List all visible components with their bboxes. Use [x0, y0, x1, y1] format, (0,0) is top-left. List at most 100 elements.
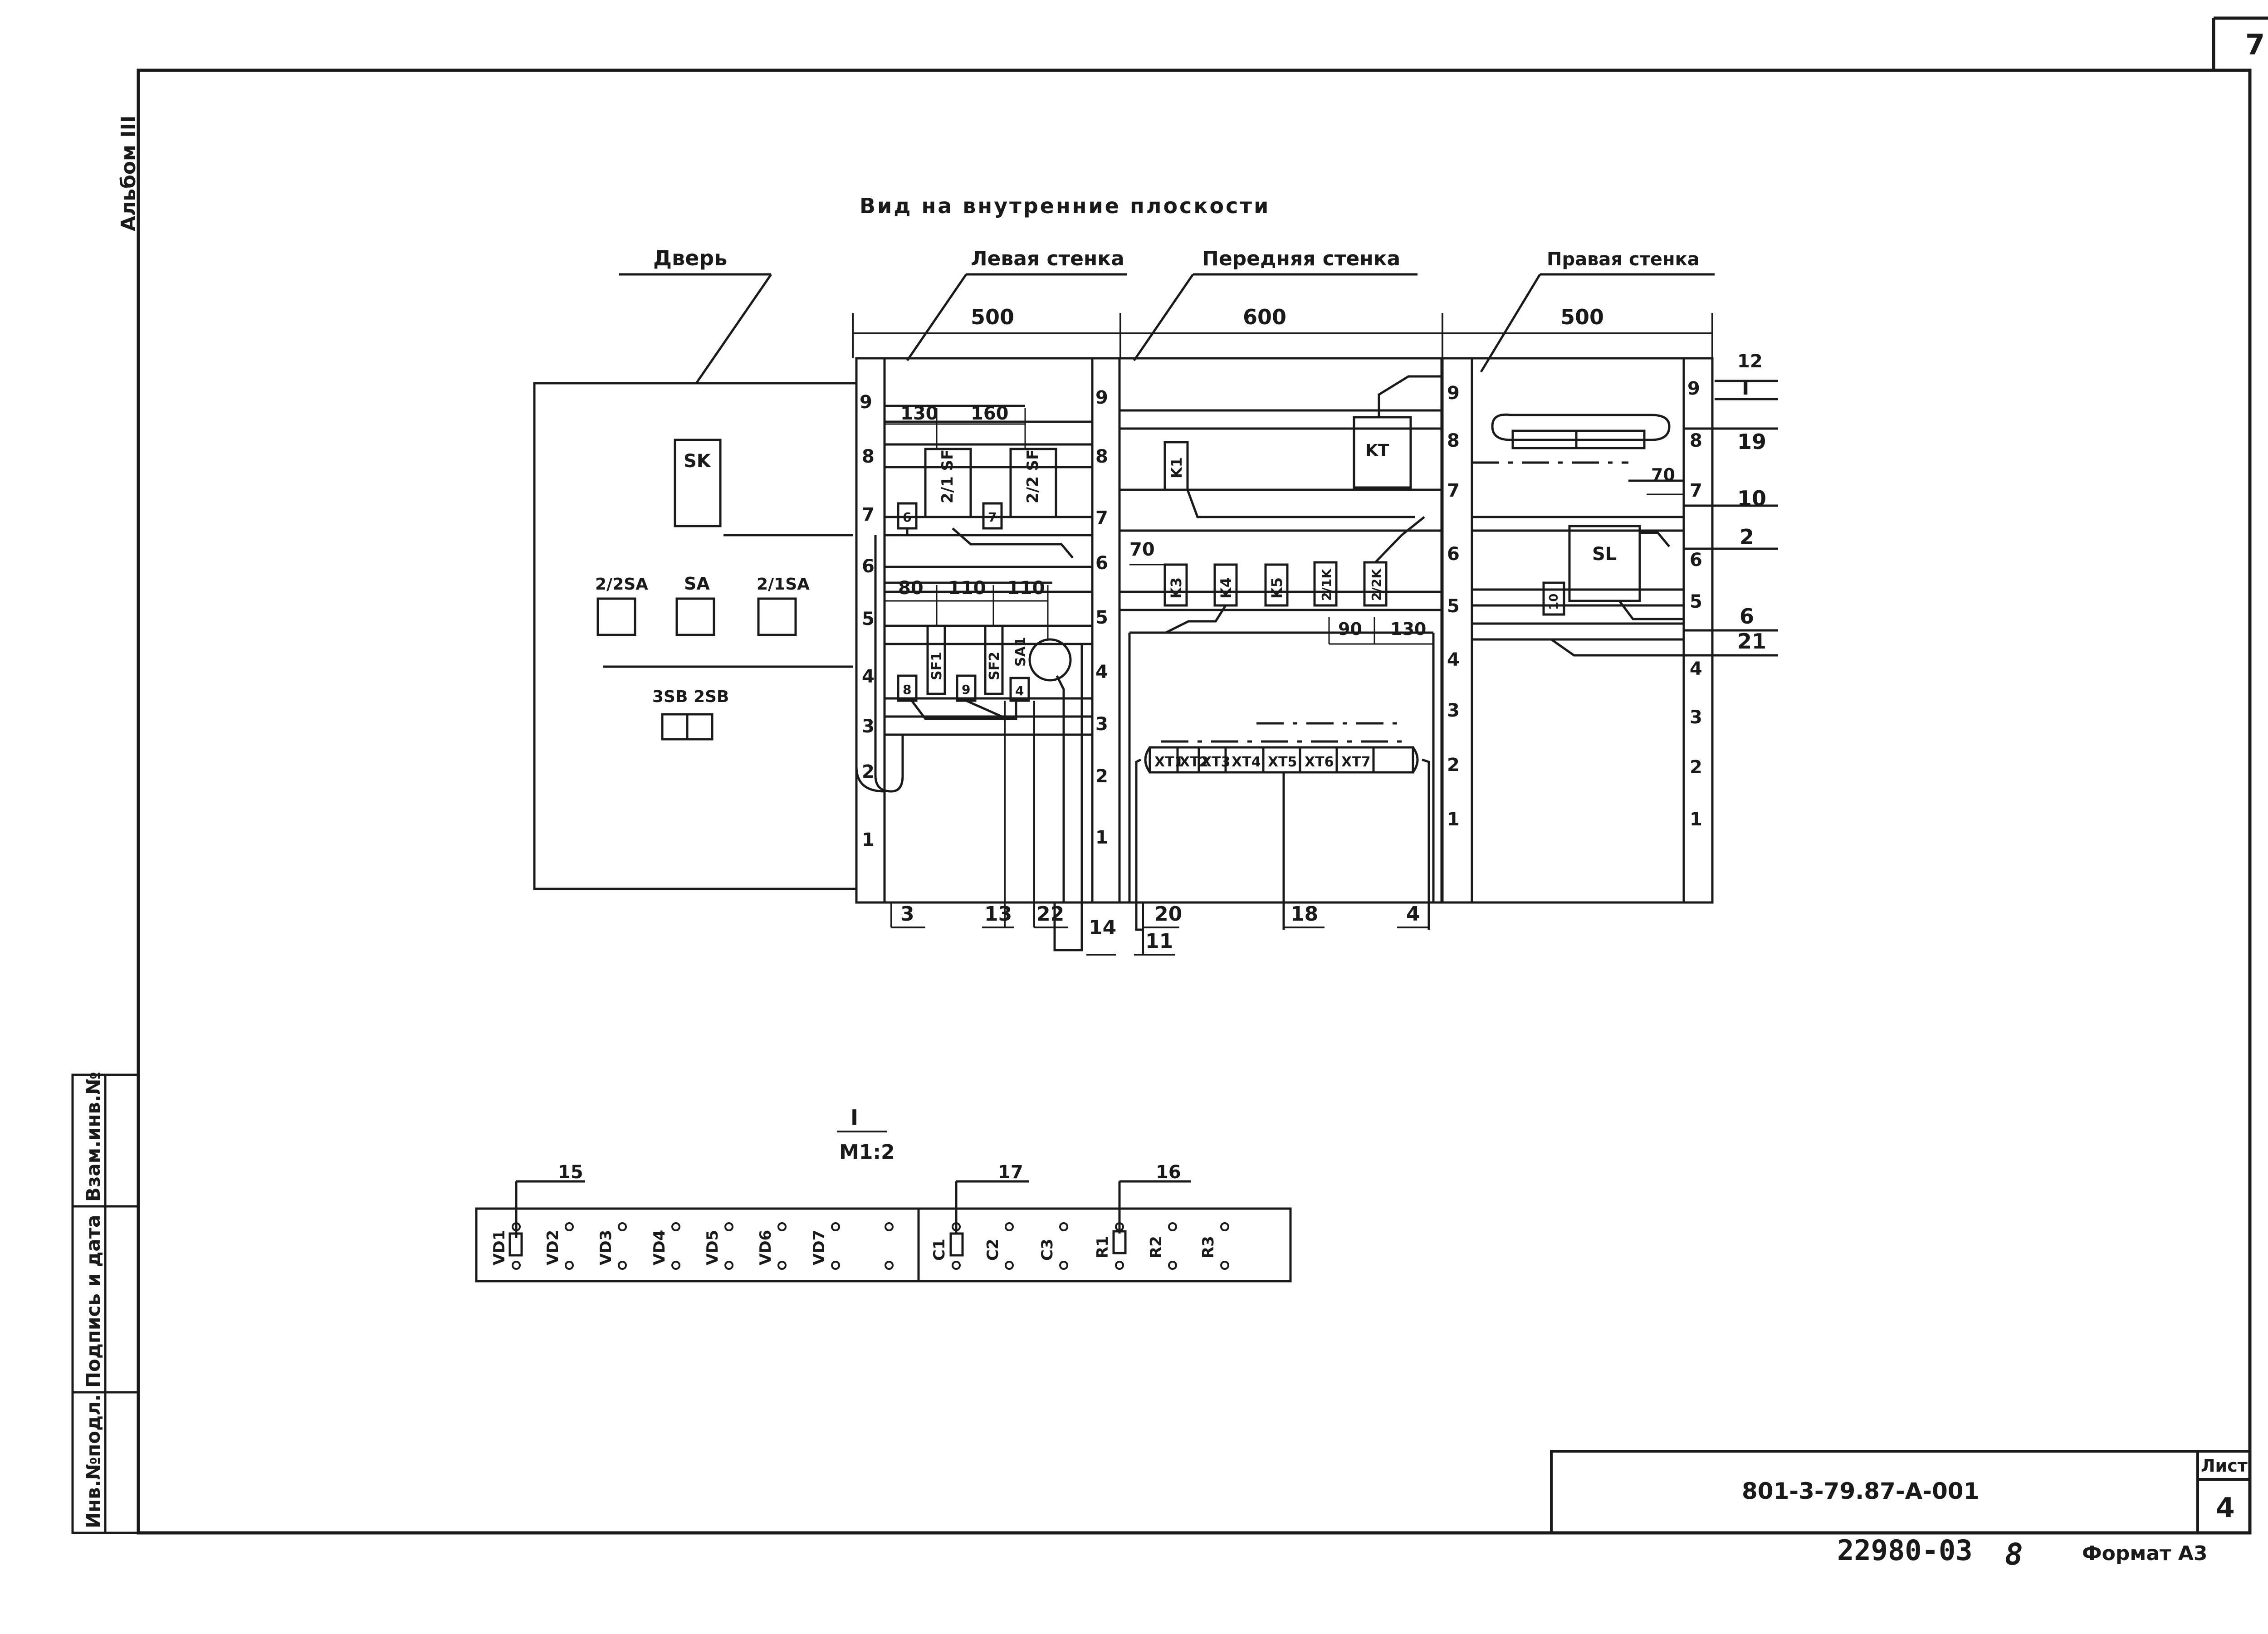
- level-switch-sl: SL: [1592, 544, 1617, 565]
- door-sb: 3SB 2SB: [652, 688, 729, 706]
- diode-label: VD7: [810, 1230, 828, 1265]
- scale-tick: 5: [1690, 591, 1702, 612]
- callout-20: 20: [1154, 902, 1182, 926]
- dim-90: 90: [1338, 619, 1362, 639]
- scale-front: 9 8 7 6 5 4 3 2 1: [1447, 383, 1460, 830]
- relay-k5: K5: [1268, 577, 1286, 599]
- relay-k4: K4: [1217, 577, 1235, 599]
- dim-70-right: 70: [1651, 465, 1675, 485]
- dim-80: 80: [898, 578, 924, 599]
- scale-tick: 7: [1690, 480, 1702, 501]
- sheet-number: 4: [2216, 1492, 2235, 1524]
- scale-tick: 8: [862, 446, 875, 467]
- capacitor-label: C2: [984, 1239, 1002, 1261]
- left-wall-dim-lines: [885, 408, 1049, 639]
- scale-tick: 5: [1447, 596, 1460, 617]
- callout-19: 19: [1737, 429, 1766, 454]
- left-stamp-block: [71, 1073, 140, 1534]
- scale-tick: 2: [1447, 755, 1460, 776]
- scale-tick: 4: [862, 666, 875, 687]
- scale-tick: 4: [1447, 649, 1460, 670]
- relay-2-1k: 2/1K: [1319, 568, 1334, 601]
- callout-detail-i: I: [1742, 376, 1749, 400]
- scale-right-inner: 9 8 7 6 5 4 3 2 1: [1687, 378, 1702, 830]
- scale-tick: 5: [1095, 607, 1108, 628]
- scale-tick: 3: [862, 716, 875, 737]
- detail-title: I: [850, 1105, 858, 1130]
- callout-15: 15: [558, 1162, 583, 1183]
- dim-right-width: 500: [1560, 305, 1604, 329]
- scale-tick: 9: [860, 392, 872, 413]
- dim-160: 160: [971, 403, 1009, 424]
- scale-tick: 1: [1447, 809, 1460, 830]
- relay-k1: K1: [1168, 457, 1185, 478]
- stamp-sign: Подпись и дата: [82, 1215, 104, 1388]
- scale-tick: 4: [1690, 658, 1702, 679]
- right-wall-title: Правая стенка: [1547, 249, 1700, 270]
- scale-tick: 3: [1447, 700, 1460, 721]
- callout-14: 14: [1089, 916, 1116, 939]
- callout-4: 4: [1406, 902, 1420, 926]
- callout-6: 6: [1740, 604, 1754, 629]
- scale-tick: 7: [1095, 507, 1108, 528]
- callout-11: 11: [1145, 930, 1173, 953]
- callout-12: 12: [1737, 351, 1763, 372]
- door-2-2sa: 2/2SA: [595, 575, 648, 594]
- callout-21: 21: [1737, 629, 1766, 654]
- scale-tick: 2: [1095, 766, 1108, 787]
- sheet-frame: [137, 16, 2268, 1535]
- dim-left-width: 500: [971, 305, 1014, 329]
- terminal-10: 10: [1547, 594, 1561, 610]
- dim-110-b: 110: [1007, 578, 1045, 599]
- scale-tick: 9: [1095, 387, 1108, 408]
- scale-tick: 7: [1447, 480, 1460, 501]
- relay-k3: K3: [1168, 577, 1185, 599]
- callout-10: 10: [1737, 486, 1766, 511]
- detail-resistor-labels: R1 R2 R3: [1094, 1236, 1217, 1258]
- diode-label: VD6: [757, 1230, 775, 1265]
- scale-tick: 6: [1690, 550, 1702, 571]
- dim-70-front: 70: [1129, 539, 1155, 560]
- terminal-block: XT5: [1268, 754, 1297, 770]
- inventory-number: 22980-03: [1837, 1534, 1973, 1567]
- diode-label: VD3: [597, 1230, 615, 1265]
- diode-label: VD1: [490, 1230, 508, 1265]
- terminal-7: 7: [988, 510, 997, 525]
- scale-tick: 3: [1690, 707, 1702, 728]
- title-block: [1550, 1450, 2251, 1534]
- format-label: Формат А3: [2082, 1542, 2208, 1565]
- terminal-block: XT2: [1179, 754, 1208, 770]
- scale-tick: 8: [1095, 446, 1108, 467]
- scale-tick: 1: [1690, 809, 1702, 830]
- terminal-4: 4: [1015, 683, 1024, 698]
- diode-label: VD4: [650, 1230, 669, 1265]
- view-title: Вид на внутренние плоскости: [860, 194, 1270, 218]
- scale-tick: 8: [1447, 430, 1460, 451]
- scale-tick: 6: [1095, 553, 1108, 574]
- terminal-block: XT7: [1341, 754, 1370, 770]
- drawing-code: 801-3-79.87-А-001: [1742, 1478, 1979, 1504]
- switch-sa1: SA1: [1013, 637, 1029, 667]
- terminal-9: 9: [962, 682, 970, 697]
- terminal-block: XT3: [1201, 754, 1230, 770]
- callout-17: 17: [998, 1162, 1023, 1183]
- inventory-suffix: 8: [2005, 1537, 2023, 1572]
- scale-tick: 3: [1095, 714, 1108, 735]
- breaker-2-1sf: 2/1 SF: [938, 449, 957, 503]
- diode-label: VD5: [704, 1230, 722, 1265]
- stamp-replace: Взам.инв.№: [82, 1072, 104, 1202]
- detail-panel: [475, 1180, 1292, 1283]
- scale-tick: 5: [862, 609, 875, 629]
- door-2-1sa: 2/1SA: [757, 575, 810, 594]
- detail-scale: М1:2: [839, 1141, 895, 1164]
- sheet-label: Лист: [2201, 1456, 2248, 1476]
- dim-front-width: 600: [1243, 305, 1286, 329]
- resistor-label: R1: [1094, 1236, 1112, 1258]
- door-sk: SK: [684, 451, 712, 472]
- scale-left-outer: 9 8 7 6 5 4 3 2 1: [860, 392, 875, 850]
- callout-3: 3: [900, 902, 914, 926]
- bottom-callout-lines: [890, 701, 1429, 956]
- front-wall-title: Передняя стенка: [1202, 247, 1400, 270]
- scale-tick: 2: [862, 761, 875, 782]
- terminal-block: XT6: [1305, 754, 1334, 770]
